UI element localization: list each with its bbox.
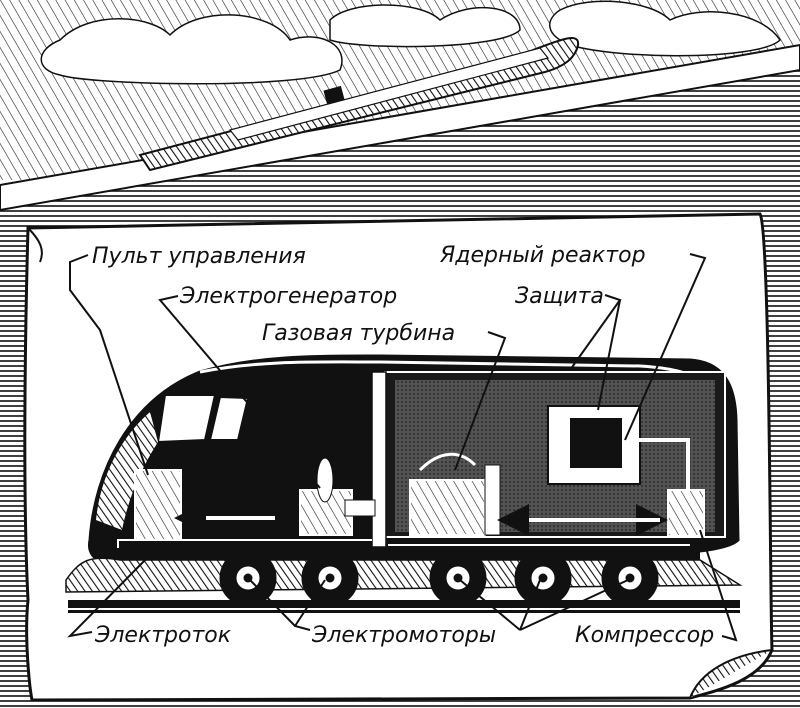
label-shield: Защита: [515, 284, 604, 309]
poster-curl-bottom: [689, 649, 773, 699]
clouds: [40, 0, 781, 85]
rail-base: [68, 610, 740, 613]
label-motors: Электромоторы: [311, 623, 496, 648]
label-control-panel: Пульт управления: [92, 244, 306, 269]
control-panel-unit: [134, 469, 182, 541]
leader-lines: [67, 253, 738, 642]
label-reactor: Ядерный реактор: [439, 243, 646, 268]
rail: [68, 600, 740, 608]
generator-unit: [299, 457, 376, 536]
reactor-with-shield: [547, 405, 690, 505]
label-current: Электроток: [94, 623, 232, 648]
track-bed: [0, 43, 800, 212]
wheel-2: [301, 549, 359, 607]
label-generator: Электрогенератор: [179, 284, 397, 309]
train-silhouette: [138, 37, 580, 172]
wheel-4: [514, 549, 572, 607]
wheel-3: [429, 549, 487, 607]
label-gas-turbine: Газовая турбина: [262, 321, 455, 346]
compressor-unit: [667, 489, 705, 537]
poster-curl-top: [27, 227, 43, 263]
gas-turbine-unit: [409, 452, 501, 536]
label-compressor: Компрессор: [575, 623, 714, 648]
wheel-5: [601, 549, 659, 607]
